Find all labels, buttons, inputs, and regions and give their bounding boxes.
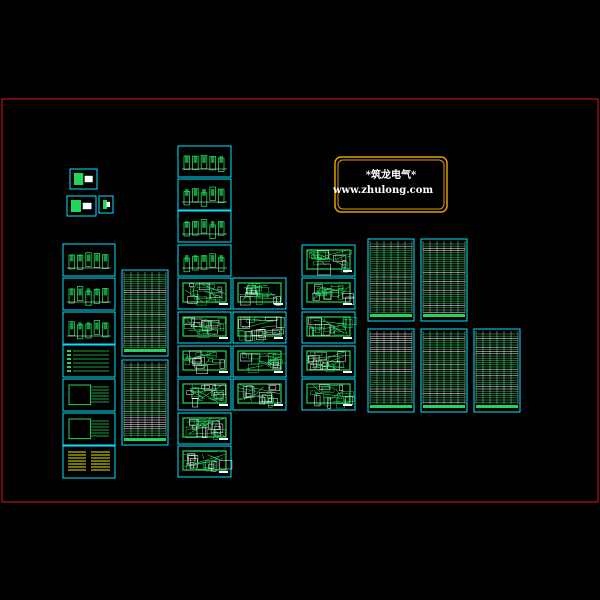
sheet-left-column[interactable] bbox=[62, 277, 116, 311]
floor-plan-sheet[interactable] bbox=[301, 244, 356, 277]
sheet-left-column[interactable] bbox=[62, 311, 116, 345]
cover-sheet[interactable] bbox=[69, 168, 98, 190]
sheet-left-column[interactable] bbox=[62, 344, 116, 378]
floor-plan-sheet[interactable] bbox=[301, 378, 356, 411]
drawing-sheets bbox=[62, 145, 521, 479]
cover-sheet[interactable] bbox=[66, 195, 97, 217]
floor-plan-sheet[interactable] bbox=[177, 178, 232, 211]
sheet-left-column[interactable] bbox=[62, 378, 116, 412]
zhulong-logo: *筑龙电气* www.zhulong.com bbox=[332, 156, 448, 213]
floor-plan-sheet[interactable] bbox=[177, 244, 232, 277]
floor-plan-sheet[interactable] bbox=[177, 311, 232, 344]
floor-plan-sheet[interactable] bbox=[301, 311, 358, 344]
floor-plan-sheet[interactable] bbox=[177, 412, 232, 445]
sheet-left-column[interactable] bbox=[62, 243, 116, 277]
panel-schedule-sheet[interactable] bbox=[420, 328, 468, 413]
logo-title: *筑龙电气* bbox=[366, 168, 417, 181]
floor-plan-sheet[interactable] bbox=[177, 145, 232, 178]
floor-plan-sheet[interactable] bbox=[177, 445, 233, 478]
distribution-table-sheet[interactable] bbox=[121, 359, 169, 446]
sheet-left-column[interactable] bbox=[62, 412, 116, 446]
floor-plan-sheet[interactable] bbox=[177, 345, 232, 378]
floor-plan-sheet[interactable] bbox=[301, 277, 356, 310]
sheet-left-column[interactable] bbox=[62, 445, 116, 479]
floor-plan-sheet[interactable] bbox=[232, 311, 287, 344]
panel-schedule-sheet[interactable] bbox=[367, 238, 415, 322]
panel-schedule-sheet[interactable] bbox=[420, 238, 468, 322]
floor-plan-sheet[interactable] bbox=[177, 277, 232, 310]
panel-schedule-sheet[interactable] bbox=[473, 328, 521, 413]
floor-plan-sheet[interactable] bbox=[177, 210, 232, 243]
panel-schedule-sheet[interactable] bbox=[367, 328, 415, 413]
cover-sheet[interactable] bbox=[98, 195, 114, 214]
distribution-table-sheet[interactable] bbox=[121, 269, 169, 357]
drawing-frame bbox=[1, 98, 599, 503]
floor-plan-sheet[interactable] bbox=[232, 277, 287, 310]
floor-plan-sheet[interactable] bbox=[301, 345, 356, 378]
floor-plan-sheet[interactable] bbox=[177, 378, 232, 411]
logo-url: www.zhulong.com bbox=[332, 185, 433, 196]
floor-plan-sheet[interactable] bbox=[232, 345, 287, 378]
floor-plan-sheet[interactable] bbox=[232, 378, 287, 411]
